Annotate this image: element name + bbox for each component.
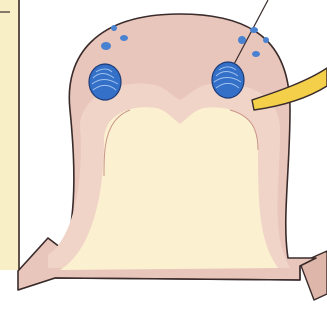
- left-nodule: [89, 64, 121, 100]
- left-panel: [0, 0, 20, 270]
- right-nodule: [212, 62, 244, 98]
